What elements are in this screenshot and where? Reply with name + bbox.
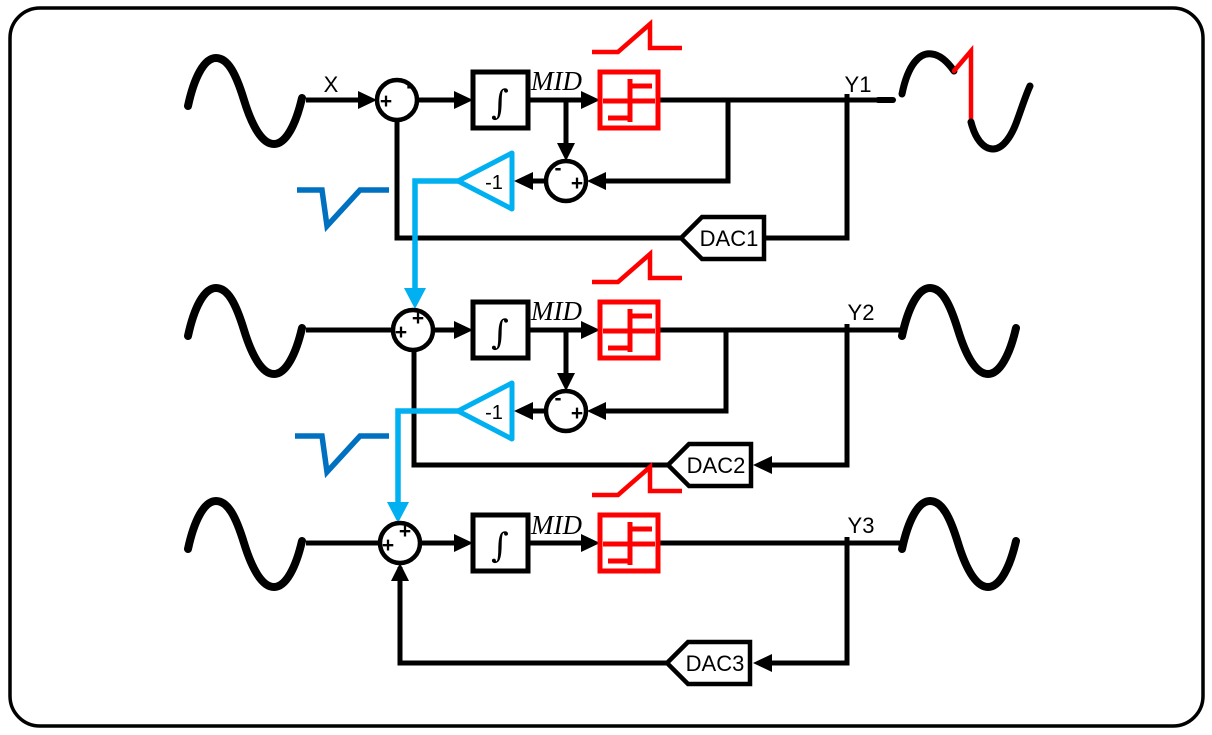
error-waveform-icon (295, 433, 389, 479)
arrowhead-icon (581, 91, 600, 109)
stage-1: X + - ∫ MID Y1 - + (184, 19, 1034, 309)
arrowhead-icon (753, 654, 772, 672)
frame-border (8, 6, 1205, 728)
sine-wave-icon (184, 283, 306, 379)
dac-block (664, 441, 754, 489)
junction-sign-plus: + (380, 90, 392, 113)
junction-sign-plus: + (571, 172, 583, 195)
wire (764, 94, 850, 241)
wire (602, 100, 731, 184)
sawtooth-icon (592, 462, 682, 498)
arrowhead-icon (391, 563, 409, 581)
error-feed-wire (412, 178, 458, 290)
arrowhead-icon (581, 321, 600, 339)
arrowhead-icon (557, 143, 575, 161)
dac-block (663, 639, 753, 687)
integrator-block (470, 512, 531, 574)
arrowhead-icon (581, 534, 600, 552)
sine-wave-icon (898, 496, 1020, 592)
quantizer-icon (597, 512, 661, 574)
input-label: X (324, 72, 339, 97)
error-summing-junction (543, 388, 589, 434)
arrowhead-icon (404, 288, 426, 309)
stage-1-wires (306, 94, 877, 241)
dac-label: DAC1 (700, 226, 759, 251)
stage-2-arrowheads (454, 321, 772, 474)
arrowhead-icon (514, 402, 533, 420)
integrator-symbol: ∫ (491, 313, 509, 353)
error-summing-junction (543, 158, 589, 204)
stage-3: + + - ∫ MID Y3 DAC3 (184, 462, 1020, 687)
stage-1-arrowheads (358, 91, 606, 190)
integrator-symbol: ∫ (491, 526, 509, 566)
quantizer-icon (597, 299, 661, 361)
dac-label: DAC3 (686, 651, 745, 676)
output-label: Y1 (845, 72, 872, 97)
wire (394, 120, 681, 241)
junction-sign-minus: - (402, 550, 409, 573)
arrowhead-icon (753, 456, 772, 474)
mid-label: MID (530, 66, 582, 96)
sine-wave-icon (184, 496, 306, 592)
integrator-symbol: ∫ (491, 83, 509, 123)
output-sine-glitch-icon (875, 44, 1034, 153)
stage-2: + + - ∫ MID Y2 - + -1 DAC2 (184, 249, 1020, 523)
stage-2-wires (306, 324, 902, 468)
arrowhead-icon (454, 534, 473, 552)
junction-sign-minus: - (555, 387, 562, 410)
integrator-block (470, 69, 531, 131)
gain-block (455, 380, 515, 442)
sine-segment (967, 82, 1034, 153)
sawtooth-icon (592, 249, 682, 285)
sine-wave-icon (898, 283, 1020, 379)
error-feed-wire (395, 408, 458, 504)
gain-label: -1 (485, 172, 503, 194)
mid-label: MID (530, 510, 582, 540)
junction-sign-plus: + (399, 520, 411, 543)
mid-label: MID (530, 296, 582, 326)
stage-3-wires (306, 537, 902, 666)
wire (397, 567, 667, 666)
junction-sign-plus: + (382, 534, 394, 557)
junction-sign-plus: + (571, 402, 583, 425)
arrowhead-icon (557, 373, 575, 391)
glitch-segment (951, 44, 974, 125)
junction-sign-minus: - (407, 75, 414, 98)
output-label: Y2 (848, 300, 875, 325)
arrowhead-icon (587, 172, 606, 190)
arrowhead-icon (514, 172, 533, 190)
arrowhead-icon (358, 91, 377, 109)
wire (602, 330, 729, 414)
junction-sign-minus: - (555, 157, 562, 180)
sine-segment (898, 50, 958, 98)
wire (772, 324, 850, 468)
error-waveform-icon (297, 187, 389, 233)
wire (772, 537, 850, 666)
junction-sign-plus: + (395, 321, 407, 344)
output-label: Y3 (848, 513, 875, 538)
dac-label: DAC2 (687, 453, 746, 478)
stage-3-arrowheads (391, 534, 772, 672)
summing-junction (390, 307, 436, 353)
gain-label: -1 (485, 402, 503, 424)
sine-wave-icon (184, 53, 306, 149)
summing-junction (377, 520, 423, 566)
junction-sign-minus: - (415, 337, 422, 360)
integrator-block (470, 299, 531, 361)
gain-block (455, 150, 515, 212)
junction-sign-plus: + (412, 307, 424, 330)
arrowhead-icon (454, 321, 473, 339)
summing-junction (374, 77, 420, 123)
dac-block (677, 214, 767, 262)
arrowhead-icon (387, 502, 409, 523)
arrowhead-icon (587, 402, 606, 420)
sawtooth-icon (592, 19, 682, 55)
wire (411, 350, 668, 468)
arrowhead-icon (454, 91, 473, 109)
quantizer-icon (597, 69, 661, 131)
